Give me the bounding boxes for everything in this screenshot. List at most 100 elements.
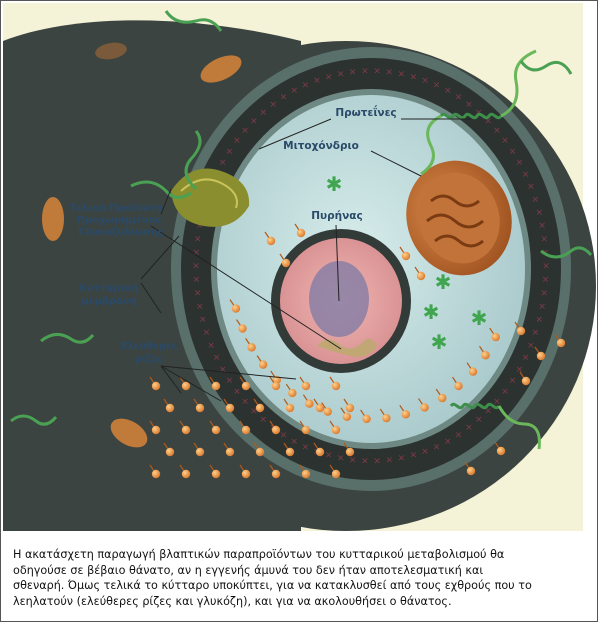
membrane-mark: ✕ bbox=[291, 437, 299, 447]
protein-strands-outside bbox=[10, 10, 593, 426]
free-radical bbox=[399, 246, 411, 261]
membrane-mark: ✕ bbox=[538, 221, 546, 231]
free-radical bbox=[534, 346, 546, 361]
free-radical bbox=[466, 362, 478, 376]
free-radical bbox=[299, 420, 311, 435]
membrane-mark: ✕ bbox=[465, 424, 473, 434]
free-radical bbox=[245, 338, 256, 352]
figure-caption: Η ακατάσχετη παραγωγή βλαπτικών παραπροϊ… bbox=[13, 547, 585, 609]
caption-line: λεηλατούν (ελεύθερες ρίζες και γλυκόζη),… bbox=[13, 594, 452, 608]
membrane-mark: ✕ bbox=[193, 248, 201, 258]
free-radical bbox=[179, 376, 191, 391]
free-radical bbox=[223, 398, 235, 413]
membrane-mark: ✕ bbox=[433, 81, 441, 91]
free-radical bbox=[269, 464, 281, 479]
membrane-mark: ✕ bbox=[250, 407, 258, 417]
membrane-mark: ✕ bbox=[501, 387, 509, 397]
free-radical bbox=[256, 355, 268, 369]
free-radical bbox=[264, 231, 276, 246]
membrane-mark: ✕ bbox=[207, 341, 215, 351]
membrane-mark: ✕ bbox=[538, 303, 546, 313]
membrane-mark: ✕ bbox=[484, 117, 492, 127]
membrane-mark: ✕ bbox=[241, 397, 249, 407]
membrane-mark: ✕ bbox=[302, 81, 310, 91]
membrane-mark: ✕ bbox=[313, 77, 321, 87]
protein-star: ✱ bbox=[431, 330, 448, 354]
free-radical bbox=[519, 371, 531, 386]
free-radical bbox=[239, 420, 251, 435]
protein-coil-bottom bbox=[449, 402, 541, 450]
protein-coil-top bbox=[420, 49, 537, 176]
label-nucleus: Πυρήνας bbox=[311, 210, 362, 222]
membrane-mark: ✕ bbox=[398, 70, 406, 80]
svg-text:Ελεύθερες: Ελεύθερες bbox=[121, 340, 178, 352]
membrane-mark: ✕ bbox=[541, 235, 549, 245]
label-membrane: Κυτταρική μεμβράνη bbox=[79, 282, 138, 307]
membrane-mark: ✕ bbox=[410, 73, 418, 83]
caption-line: Η ακατάσχετη παραγωγή βλαπτικών παραπροϊ… bbox=[13, 548, 505, 561]
membrane-mark: ✕ bbox=[532, 195, 540, 205]
membrane-mark: ✕ bbox=[484, 407, 492, 417]
membrane-mark: ✕ bbox=[433, 443, 441, 453]
free-radical bbox=[302, 394, 314, 408]
free-radical bbox=[489, 327, 500, 342]
membrane-mark: ✕ bbox=[280, 93, 288, 103]
nucleus-organelle bbox=[271, 229, 411, 373]
membrane-mark: ✕ bbox=[259, 108, 267, 118]
membrane-mark: ✕ bbox=[516, 365, 524, 375]
free-radical bbox=[269, 376, 281, 391]
membrane-mark: ✕ bbox=[542, 262, 550, 272]
membrane-mark: ✕ bbox=[199, 316, 207, 326]
membrane-mark: ✕ bbox=[325, 451, 333, 461]
free-radical bbox=[283, 398, 295, 413]
free-radical bbox=[313, 442, 325, 457]
membrane-mark: ✕ bbox=[361, 457, 369, 467]
free-radical bbox=[435, 388, 447, 403]
label-free-radicals: Ελεύθερες ρίζες bbox=[121, 340, 178, 365]
free-radical bbox=[294, 223, 306, 238]
cytoplasm-proteins: ✱✱✱✱✱ bbox=[326, 172, 488, 354]
free-radical bbox=[209, 420, 221, 435]
free-radical bbox=[253, 398, 265, 413]
free-radical bbox=[179, 420, 191, 435]
membrane-mark: ✕ bbox=[233, 137, 241, 147]
free-radical bbox=[149, 376, 161, 391]
protein-star: ✱ bbox=[471, 306, 488, 330]
membrane-mark: ✕ bbox=[373, 457, 381, 467]
free-radical bbox=[343, 398, 355, 413]
membrane-mark: ✕ bbox=[542, 276, 550, 286]
svg-text:Γλυκοζυλίωσης: Γλυκοζυλίωσης bbox=[78, 226, 164, 238]
svg-text:Τελικά Προϊόντα: Τελικά Προϊόντα bbox=[69, 202, 162, 214]
free-radical bbox=[494, 441, 506, 456]
membrane-mark: ✕ bbox=[233, 387, 241, 397]
membrane-mark: ✕ bbox=[280, 431, 288, 441]
free-radical bbox=[479, 345, 490, 360]
membrane-mark: ✕ bbox=[398, 454, 406, 464]
membrane-mark: ✕ bbox=[522, 170, 530, 180]
membrane-mark: ✕ bbox=[493, 127, 501, 137]
membrane-mark: ✕ bbox=[192, 262, 200, 272]
membrane-mark: ✕ bbox=[509, 377, 517, 387]
membrane-mark: ✕ bbox=[386, 68, 394, 78]
free-radical bbox=[340, 407, 352, 421]
membrane-mark: ✕ bbox=[226, 147, 234, 157]
free-radical bbox=[229, 299, 241, 313]
membrane-mark: ✕ bbox=[361, 67, 369, 77]
membrane-mark: ✕ bbox=[291, 87, 299, 97]
membrane-mark: ✕ bbox=[493, 397, 501, 407]
free-radical bbox=[239, 376, 251, 391]
membrane-mark: ✕ bbox=[535, 316, 543, 326]
free-radical bbox=[299, 376, 311, 391]
membrane-mark: ✕ bbox=[349, 68, 357, 78]
membrane-mark: ✕ bbox=[373, 67, 381, 77]
mitochondrion-organelle bbox=[406, 160, 512, 276]
cell-diagram: ✕✕✕✕✕✕✕✕✕✕✕✕✕✕✕✕✕✕✕✕✕✕✕✕✕✕✕✕✕✕✕✕✕✕✕✕✕✕✕✕… bbox=[3, 3, 596, 532]
membrane-mark: ✕ bbox=[241, 127, 249, 137]
membrane-mark: ✕ bbox=[226, 377, 234, 387]
membrane-mark: ✕ bbox=[337, 70, 345, 80]
free-radical bbox=[279, 253, 291, 268]
membrane-mark: ✕ bbox=[194, 289, 202, 299]
label-glycation: Τελικά Προϊόντα Προχωρημένης Γλυκοζυλίωσ… bbox=[69, 202, 164, 238]
free-radical bbox=[452, 376, 463, 391]
free-radical bbox=[223, 442, 235, 457]
